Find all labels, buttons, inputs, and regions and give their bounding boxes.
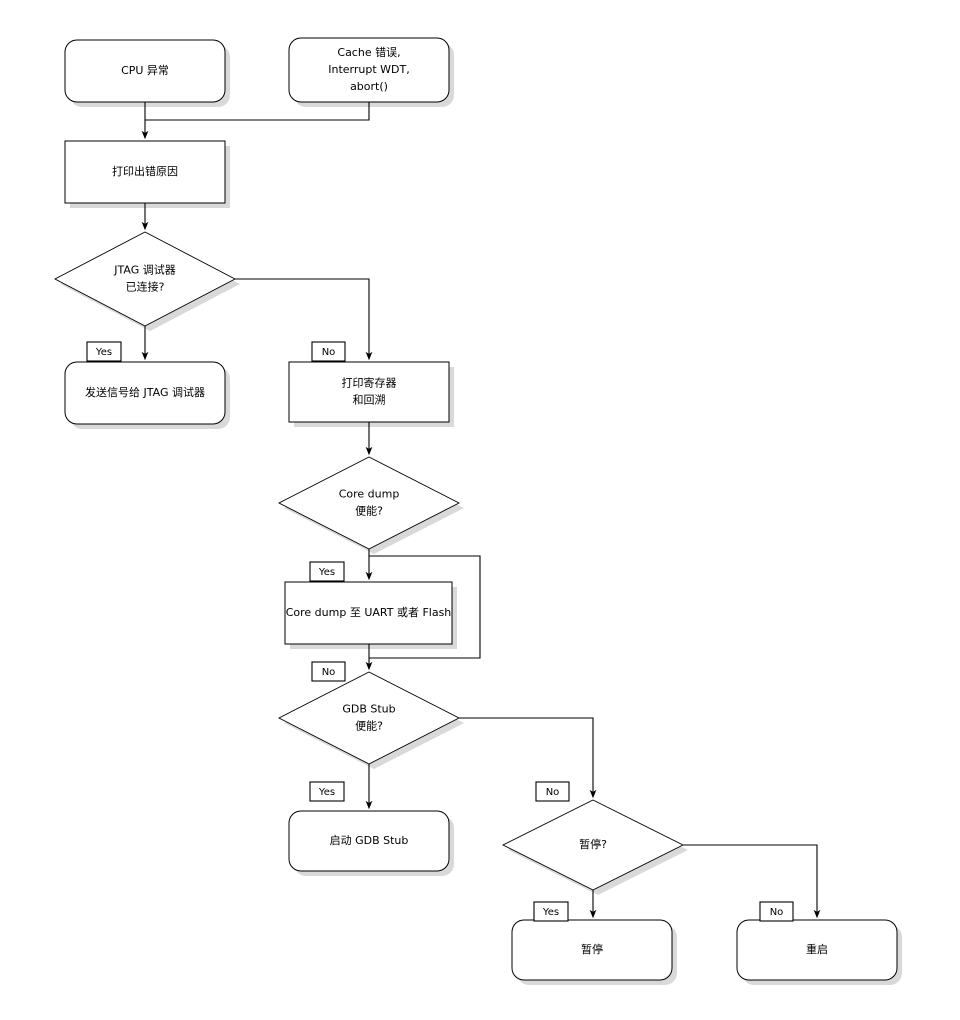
edges-group	[141, 102, 821, 919]
edge-label-coredump-yes-box	[309, 561, 345, 582]
edge-label-coredump-no-text: No	[322, 667, 336, 678]
node-cache-error-label: abort()	[350, 80, 388, 93]
decision-jtag-connected-label: 已连接?	[126, 281, 165, 294]
edge-label-halt-yes: Yes	[533, 901, 569, 922]
node-print-registers-backtrace-label: 和回溯	[353, 394, 386, 407]
decision-jtag-connected-outline	[54, 231, 236, 327]
node-cache-error-label: Cache 错误,	[337, 45, 400, 59]
edge-label-gdbstub-yes-box	[309, 781, 345, 802]
node-reboot-outline	[736, 919, 898, 981]
node-signal-jtag-debugger: 发送信号给 JTAG 调试器	[64, 361, 226, 425]
edge-label-gdbstub-no-box	[535, 781, 570, 802]
node-print-registers-backtrace-outline	[288, 361, 450, 423]
edge-label-jtag-yes-box	[86, 341, 122, 362]
node-cpu-exception: CPU 异常	[64, 39, 226, 103]
node-reboot: 重启	[736, 919, 898, 981]
node-cache-error-outline	[288, 37, 450, 103]
edge-label-halt-no: No	[759, 901, 794, 922]
node-print-error-cause: 打印出错原因	[64, 140, 226, 204]
edge-label-gdbstub-no-text: No	[546, 787, 560, 798]
node-print-error-cause-label: 打印出错原因	[112, 164, 178, 178]
node-halt-outline	[511, 919, 673, 981]
edge-label-jtag-no-text: No	[322, 347, 336, 358]
node-cpu-exception-outline	[64, 39, 226, 103]
node-print-error-cause-outline	[64, 140, 226, 204]
node-reboot-label: 重启	[806, 942, 828, 956]
node-core-dump-to-uart-flash: Core dump 至 UART 或者 Flash	[284, 581, 453, 645]
edge-label-gdbstub-no: No	[535, 781, 570, 802]
decision-gdb-stub-enabled-label: GDB Stub	[342, 703, 395, 716]
decision-gdb-stub-enabled-label: 便能?	[355, 719, 383, 733]
edge-label-coredump-no-box	[311, 661, 346, 682]
edge-label-halt-no-box	[759, 901, 794, 922]
node-start-gdb-stub-label: 启动 GDB Stub	[330, 834, 409, 847]
edge-label-coredump-no: No	[311, 661, 346, 682]
decision-core-dump-enabled: Core dump 便能?	[278, 456, 460, 550]
edge-label-jtag-no: No	[311, 341, 346, 362]
edge-label-halt-no-text: No	[770, 907, 784, 918]
decision-halt-label: 暂停?	[579, 837, 607, 851]
decision-gdb-stub-enabled: GDB Stub 便能?	[278, 671, 460, 765]
edge-halt-no-to-reboot-box	[683, 844, 821, 919]
decision-core-dump-enabled-label: Core dump	[339, 488, 400, 501]
edge-gdbstub-no-to-halt-decision	[459, 717, 597, 799]
node-core-dump-to-uart-flash-label: Core dump 至 UART 或者 Flash	[286, 606, 452, 619]
node-core-dump-to-uart-flash-outline	[284, 581, 453, 645]
decision-core-dump-enabled-outline	[278, 456, 460, 550]
edge-label-jtag-yes: Yes	[86, 341, 122, 362]
edge-label-jtag-no-box	[311, 341, 346, 362]
node-halt: 暂停	[511, 919, 673, 981]
edge-label-coredump-yes: Yes	[309, 561, 345, 582]
decision-core-dump-enabled-label: 便能?	[355, 504, 383, 518]
node-cache-error: Cache 错误, Interrupt WDT, abort()	[288, 37, 450, 103]
node-print-registers-backtrace-label: 打印寄存器	[342, 376, 397, 390]
node-signal-jtag-debugger-outline	[64, 361, 226, 425]
edge-label-jtag-yes-text: Yes	[95, 347, 112, 358]
nodes-group: CPU 异常 Cache 错误, Interrupt WDT, abort() 打印出错…	[54, 37, 898, 981]
edge-coredump-no-bypass	[369, 555, 481, 659]
edge-jtag-no-to-print-registers	[235, 278, 373, 361]
edge-label-coredump-yes-text: Yes	[318, 567, 335, 578]
node-signal-jtag-debugger-label: 发送信号给 JTAG 调试器	[85, 385, 205, 399]
edge-label-gdbstub-yes-text: Yes	[318, 787, 335, 798]
decision-halt-outline	[501, 799, 685, 891]
decision-jtag-connected-label: JTAG 调试器	[113, 264, 175, 277]
edge-label-halt-yes-box	[533, 901, 569, 922]
edge-label-gdbstub-yes: Yes	[309, 781, 345, 802]
edge-label-halt-yes-text: Yes	[542, 907, 559, 918]
node-cache-error-label: Interrupt WDT,	[328, 63, 409, 76]
node-start-gdb-stub: 启动 GDB Stub	[288, 810, 450, 872]
node-cpu-exception-label: CPU 异常	[121, 64, 169, 77]
edge-cache-error-to-print-cause	[145, 102, 370, 121]
node-start-gdb-stub-outline	[288, 810, 450, 872]
decision-gdb-stub-enabled-outline	[278, 671, 460, 765]
decision-halt: 暂停?	[501, 799, 685, 891]
node-halt-label: 暂停	[581, 942, 603, 956]
